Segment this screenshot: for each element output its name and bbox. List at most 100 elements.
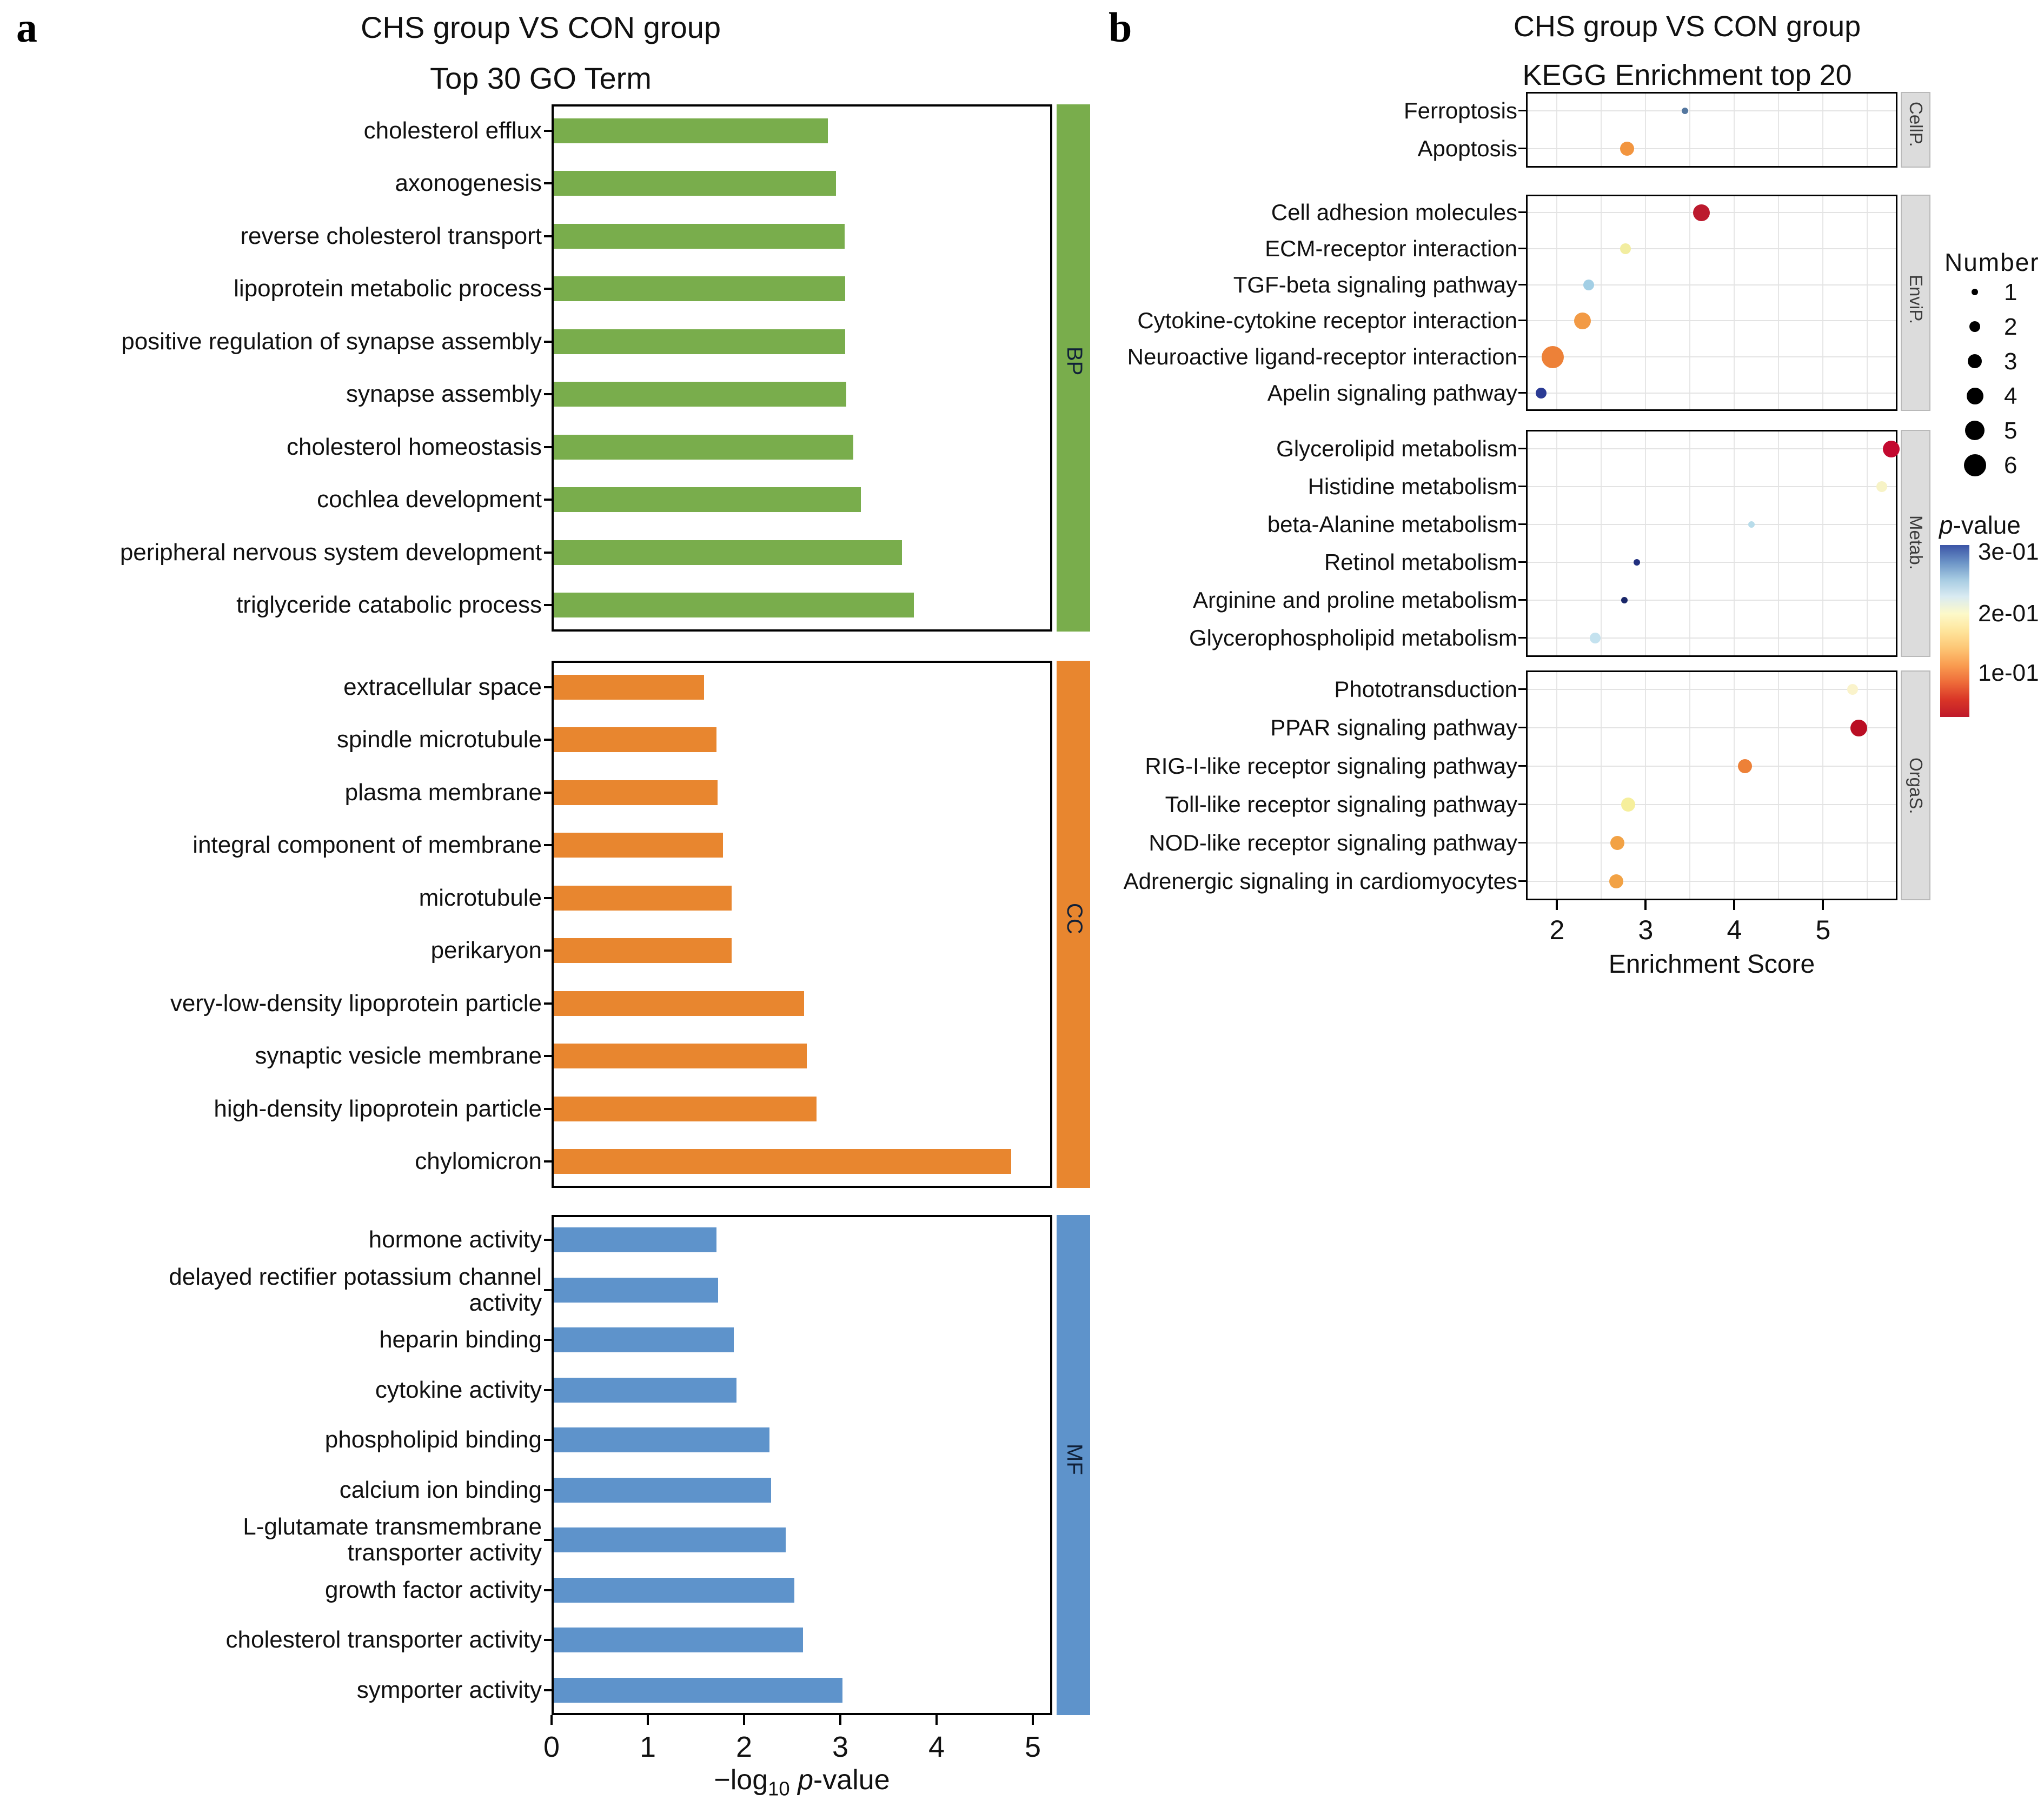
kegg-gridline-v (1867, 672, 1868, 899)
kegg-gridline-v (1556, 431, 1558, 655)
go-ytick (544, 1107, 552, 1110)
kegg-gridline-h (1528, 803, 1896, 805)
kegg-ytick (1518, 486, 1526, 487)
go-xtick-label-5: 5 (1024, 1731, 1041, 1763)
kegg-dot-rig-i-like-receptor-signaling-pathway (1738, 759, 1753, 774)
kegg-strip-label-Metab.: Metab. (1906, 515, 1926, 570)
kegg-gridline-v (1645, 672, 1647, 899)
legend-number-dot-3 (1968, 354, 1982, 368)
go-ytick (544, 393, 552, 396)
kegg-gridline-h (1528, 486, 1896, 487)
kegg-strip-CellP. (1901, 92, 1930, 168)
pvalue-cbar-label-2e-01: 2e-01 (1978, 600, 2039, 627)
go-xtick-2 (743, 1715, 745, 1725)
go-bar-cholesterol-homeostasis (554, 434, 853, 460)
kegg-gridline-h (1528, 284, 1896, 285)
kegg-ytick (1518, 688, 1526, 690)
go-xtick-label-1: 1 (639, 1731, 656, 1763)
kegg-dot-cytokine-cytokine-receptor-interaction (1574, 312, 1591, 329)
kegg-gridline-v (1689, 672, 1691, 899)
panel-a-x-axis-title: −log10 p-value (552, 1764, 1052, 1800)
kegg-row-label-cytokine-cytokine-receptor-interaction: Cytokine-cytokine receptor interaction (1137, 308, 1517, 334)
kegg-row-label-phototransduction: Phototransduction (1334, 676, 1517, 702)
kegg-gridline-v (1867, 196, 1868, 409)
kegg-gridline-v (1822, 672, 1824, 899)
legend-number-label-5: 5 (2004, 417, 2018, 444)
pvalue-cbar-label-3e-01: 3e-01 (1978, 539, 2039, 565)
kegg-dot-toll-like-receptor-signaling-pathway (1621, 797, 1635, 812)
go-bar-label-cholesterol-homeostasis: cholesterol homeostasis (286, 433, 542, 460)
go-ytick (544, 129, 552, 132)
kegg-row-label-neuroactive-ligand-receptor-interaction: Neuroactive ligand-receptor interaction (1127, 344, 1517, 369)
kegg-row-label-arginine-and-proline-metabolism: Arginine and proline metabolism (1193, 587, 1517, 613)
go-bar-label-chylomicron: chylomicron (415, 1148, 542, 1175)
kegg-ytick (1518, 637, 1526, 639)
kegg-gridline-v (1734, 672, 1735, 899)
kegg-gridline-v (1645, 94, 1647, 166)
go-bar-label-cholesterol-efflux: cholesterol efflux (363, 117, 542, 144)
go-bar-microtubule (554, 885, 732, 911)
go-ytick (544, 739, 552, 741)
kegg-dot-glycerophospholipid-metabolism (1589, 633, 1601, 643)
go-xtick-label-2: 2 (735, 1731, 753, 1763)
kegg-dot-tgf-beta-signaling-pathway (1583, 279, 1595, 290)
kegg-gridline-h (1528, 356, 1896, 357)
go-bar-cholesterol-transporter-activity (554, 1628, 804, 1653)
kegg-xtick-5 (1822, 900, 1824, 910)
kegg-gridline-h (1528, 392, 1896, 394)
go-bar-peripheral-nervous-system-development (554, 540, 902, 565)
go-xtick-label-0: 0 (543, 1731, 560, 1763)
go-ytick (544, 182, 552, 185)
kegg-xtick-3 (1644, 900, 1647, 910)
kegg-gridline-h (1528, 766, 1896, 767)
kegg-ytick (1518, 803, 1526, 805)
panel-b-label: b (1109, 4, 1132, 51)
go-xtick-label-4: 4 (928, 1731, 945, 1763)
kegg-ytick (1518, 599, 1526, 601)
go-xtick-1 (647, 1715, 649, 1725)
kegg-gridline-v (1645, 431, 1647, 655)
go-bar-high-density-lipoprotein-particle (554, 1096, 817, 1121)
go-bar-label-triglyceride-catabolic-process: triglyceride catabolic process (236, 592, 542, 619)
go-bar-reverse-cholesterol-transport (554, 223, 845, 249)
go-ytick (544, 1160, 552, 1163)
kegg-row-label-nod-like-receptor-signaling-pathway: NOD-like receptor signaling pathway (1149, 829, 1517, 855)
kegg-xtick-label-5: 5 (1815, 915, 1831, 945)
go-bar-label-axonogenesis: axonogenesis (395, 170, 542, 197)
go-bar-label-reverse-cholesterol-transport: reverse cholesterol transport (240, 222, 542, 249)
kegg-dot-ferroptosis (1681, 108, 1688, 114)
legend-pvalue-p: p (1939, 511, 1953, 539)
go-bar-delayed-rectifier-potassium-channel-activity (554, 1277, 719, 1303)
go-bar-chylomicron (554, 1149, 1011, 1174)
legend-pvalue-title: p-value (1939, 510, 2021, 540)
panel-b-title: CHS group VS CON group (1513, 10, 1861, 43)
panel-b-x-axis-title: Enrichment Score (1608, 950, 1815, 979)
go-bar-label-growth-factor-activity: growth factor activity (324, 1576, 542, 1603)
go-ytick (544, 1639, 552, 1642)
kegg-row-label-beta-alanine-metabolism: beta-Alanine metabolism (1267, 512, 1517, 537)
panel-a-title: CHS group VS CON group (360, 10, 721, 44)
kegg-gridline-v (1601, 196, 1602, 409)
kegg-ytick (1518, 765, 1526, 767)
kegg-row-label-glycerophospholipid-metabolism: Glycerophospholipid metabolism (1189, 625, 1517, 650)
go-bar-label-cytokine-activity: cytokine activity (375, 1376, 542, 1403)
go-ytick (544, 1288, 552, 1291)
kegg-strip-label-EnviP.: EnviP. (1906, 275, 1926, 324)
kegg-gridline-v (1778, 196, 1780, 409)
go-bar-label-high-density-lipoprotein-particle: high-density lipoprotein particle (214, 1095, 542, 1122)
legend-number-label-3: 3 (2004, 348, 2018, 375)
kegg-dot-retinol-metabolism (1634, 559, 1640, 566)
kegg-dot-nod-like-receptor-signaling-pathway (1610, 835, 1624, 850)
kegg-gridline-v (1556, 94, 1558, 166)
kegg-gridline-h (1528, 248, 1896, 249)
kegg-facet-CellP. (1526, 92, 1897, 168)
kegg-strip-Metab. (1901, 430, 1930, 657)
go-bar-label-extracellular-space: extracellular space (343, 673, 542, 700)
kegg-ytick (1518, 391, 1526, 394)
kegg-xtick-2 (1556, 900, 1558, 910)
go-bar-l-glutamate-transmembrane-transporter-activity (554, 1527, 786, 1553)
go-bar-triglyceride-catabolic-process (554, 593, 914, 618)
kegg-xtick-label-4: 4 (1727, 915, 1742, 945)
go-bar-symporter-activity (554, 1677, 842, 1703)
